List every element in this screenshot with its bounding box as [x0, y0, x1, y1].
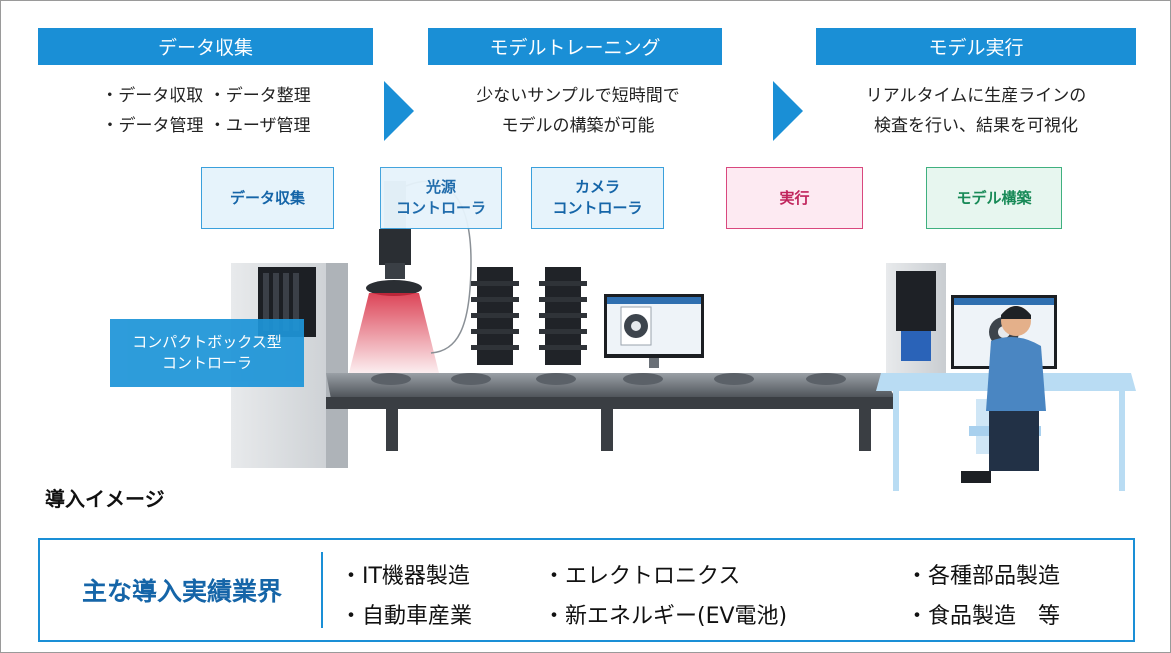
right-machine	[886, 263, 946, 383]
stage-title: モデルトレーニング	[489, 37, 661, 59]
industry-item: ・エレクトロニクス	[543, 564, 741, 589]
stage-desc-model-training: 少ないサンプルで短時間で モデルの構築が可能	[433, 81, 723, 141]
stage-header-model-execution: モデル実行	[816, 28, 1136, 65]
chevron-right-icon	[773, 81, 803, 141]
function-box-label: モデル構築	[956, 188, 1032, 207]
function-box-label: コントローラ	[552, 199, 643, 217]
stage-desc-line: 検査を行い、結果を可視化	[874, 116, 1078, 136]
industry-item: ・自動車産業	[340, 604, 473, 629]
stage-desc-line: ・データ収取 ・データ整理	[101, 86, 311, 106]
industry-item: ・新エネルギー(EV電池)	[543, 604, 788, 629]
industries-box: 主な導入実績業界 ・IT機器製造 ・エレクトロニクス ・各種部品製造 ・自動車産…	[38, 538, 1135, 642]
intro-title: 導入イメージ	[45, 487, 165, 511]
function-box-execution: 実行	[726, 167, 863, 229]
desk-and-operator	[876, 306, 1136, 491]
function-box-model-build: モデル構築	[926, 167, 1062, 229]
function-box-label: データ収集	[229, 188, 305, 207]
industry-item: ・IT機器製造	[340, 564, 470, 589]
function-box-label: 実行	[779, 188, 810, 207]
function-box-light-controller: 光源 コントローラ	[380, 167, 502, 229]
camera-controller	[539, 267, 587, 365]
industry-item: ・食品製造 等	[906, 604, 1061, 629]
stage-title: データ収集	[157, 37, 253, 59]
stage-desc-line: リアルタイムに生産ラインの	[865, 86, 1087, 106]
monitor-center	[604, 294, 704, 368]
stage-title: モデル実行	[928, 37, 1024, 59]
stage-desc-data-collection: ・データ収取 ・データ整理 ・データ管理 ・ユーザ管理	[71, 81, 341, 141]
stage-desc-line: 少ないサンプルで短時間で	[476, 86, 680, 106]
function-box-data-collection: データ収集	[201, 167, 334, 229]
conveyor	[326, 373, 896, 451]
industries-title: 主な導入実績業界	[81, 577, 282, 606]
stage-desc-line: モデルの構築が可能	[501, 116, 655, 136]
stage-desc-model-execution: リアルタイムに生産ラインの 検査を行い、結果を可視化	[821, 81, 1131, 141]
function-box-label: カメラ	[574, 178, 620, 196]
chevron-right-icon	[384, 81, 414, 141]
industry-item: ・各種部品製造	[906, 564, 1061, 589]
function-box-label: コントローラ	[395, 199, 486, 217]
stage-desc-line: ・データ管理 ・ユーザ管理	[101, 116, 311, 136]
industries-divider	[321, 552, 323, 628]
stage-header-data-collection: データ収集	[38, 28, 373, 65]
stage-header-model-training: モデルトレーニング	[428, 28, 722, 65]
compact-controller-line: コントローラ	[161, 354, 252, 372]
light-controller	[471, 267, 519, 365]
compact-controller-line: コンパクトボックス型	[132, 333, 282, 351]
function-box-label: 光源	[425, 178, 456, 196]
compact-controller-label: コンパクトボックス型 コントローラ	[110, 319, 304, 387]
function-box-camera-controller: カメラ コントローラ	[531, 167, 664, 229]
